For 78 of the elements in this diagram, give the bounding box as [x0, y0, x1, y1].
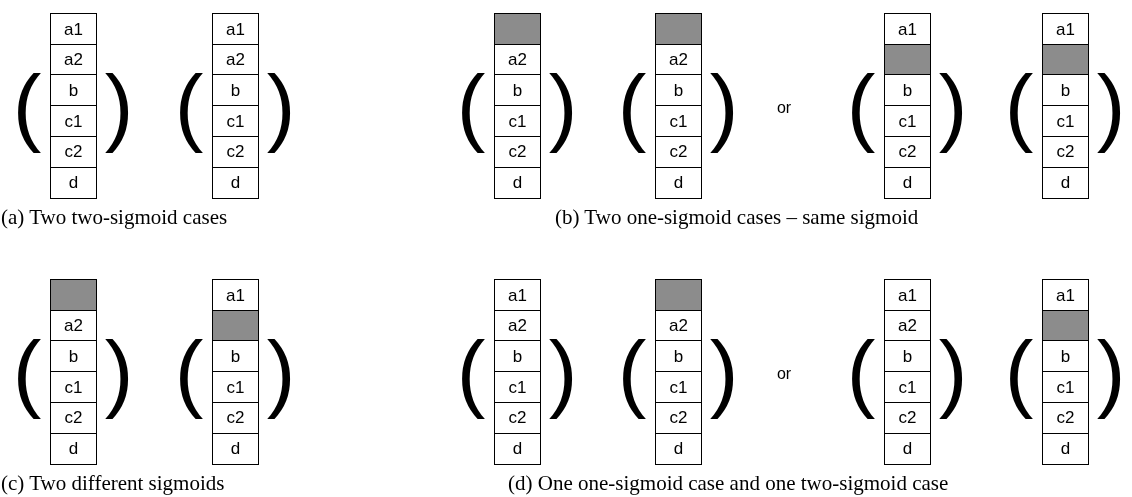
- table-cell: a1: [50, 13, 97, 45]
- table-cell: c1: [212, 105, 259, 138]
- table-cell: b: [655, 74, 702, 107]
- table-cell: b: [1042, 340, 1089, 373]
- table-cell: b: [50, 340, 97, 373]
- table-cell: c2: [1042, 401, 1089, 434]
- table-cell: d: [50, 166, 97, 199]
- table-cell: c1: [655, 105, 702, 138]
- table-cell: a2: [655, 43, 702, 76]
- table-cell: a1: [212, 13, 259, 45]
- table-cell: c2: [212, 135, 259, 168]
- table-cell: b: [50, 74, 97, 107]
- table-cell: c2: [50, 135, 97, 168]
- shaded-cell: [655, 279, 702, 311]
- shaded-cell: [50, 279, 97, 311]
- table-cell: c1: [884, 105, 931, 138]
- table-cell: c1: [1042, 105, 1089, 138]
- caption: (b) Two one-sigmoid cases – same sigmoid: [555, 206, 919, 228]
- table-cell: b: [884, 74, 931, 107]
- table-cell: c2: [884, 401, 931, 434]
- table-cell: d: [655, 166, 702, 199]
- table-cell: c1: [494, 105, 541, 138]
- table-cell: a2: [884, 309, 931, 342]
- table-cell: b: [212, 340, 259, 373]
- shaded-cell: [212, 309, 259, 342]
- table-cell: c2: [50, 401, 97, 434]
- table-cell: d: [655, 432, 702, 465]
- table-cell: c2: [212, 401, 259, 434]
- table-cell: c2: [884, 135, 931, 168]
- table-cell: a1: [1042, 279, 1089, 311]
- table-cell: d: [212, 166, 259, 199]
- table-cell: b: [1042, 74, 1089, 107]
- table-cell: a2: [50, 309, 97, 342]
- table-cell: c2: [494, 135, 541, 168]
- caption: (c) Two different sigmoids: [1, 472, 225, 494]
- table-cell: a1: [884, 279, 931, 311]
- table-cell: a2: [50, 43, 97, 76]
- table-cell: c1: [884, 371, 931, 404]
- table-cell: b: [494, 340, 541, 373]
- table-cell: a2: [212, 43, 259, 76]
- table-cell: a1: [1042, 13, 1089, 45]
- shaded-cell: [494, 13, 541, 45]
- table-cell: c2: [494, 401, 541, 434]
- table-cell: a1: [212, 279, 259, 311]
- table-cell: d: [884, 166, 931, 199]
- table-cell: c1: [655, 371, 702, 404]
- table-cell: c1: [212, 371, 259, 404]
- table-cell: c2: [1042, 135, 1089, 168]
- table-cell: c1: [1042, 371, 1089, 404]
- table-cell: a1: [884, 13, 931, 45]
- table-cell: b: [884, 340, 931, 373]
- table-cell: d: [494, 166, 541, 199]
- caption: (d) One one-sigmoid case and one two-sigmoid case: [508, 472, 949, 494]
- table-cell: b: [212, 74, 259, 107]
- table-cell: c2: [655, 401, 702, 434]
- table-cell: b: [494, 74, 541, 107]
- table-cell: d: [1042, 432, 1089, 465]
- table-cell: c1: [494, 371, 541, 404]
- table-cell: a1: [494, 279, 541, 311]
- shaded-cell: [1042, 309, 1089, 342]
- conjunction-text: or: [776, 99, 792, 118]
- table-cell: c1: [50, 371, 97, 404]
- table-cell: b: [655, 340, 702, 373]
- conjunction-text: or: [776, 365, 792, 384]
- caption: (a) Two two-sigmoid cases: [1, 206, 228, 228]
- table-cell: d: [1042, 166, 1089, 199]
- table-cell: a2: [494, 43, 541, 76]
- table-cell: c2: [655, 135, 702, 168]
- table-cell: d: [50, 432, 97, 465]
- shaded-cell: [655, 13, 702, 45]
- table-cell: d: [494, 432, 541, 465]
- shaded-cell: [884, 43, 931, 76]
- table-cell: a2: [655, 309, 702, 342]
- shaded-cell: [1042, 43, 1089, 76]
- table-cell: d: [884, 432, 931, 465]
- table-cell: a2: [494, 309, 541, 342]
- table-cell: c1: [50, 105, 97, 138]
- table-cell: d: [212, 432, 259, 465]
